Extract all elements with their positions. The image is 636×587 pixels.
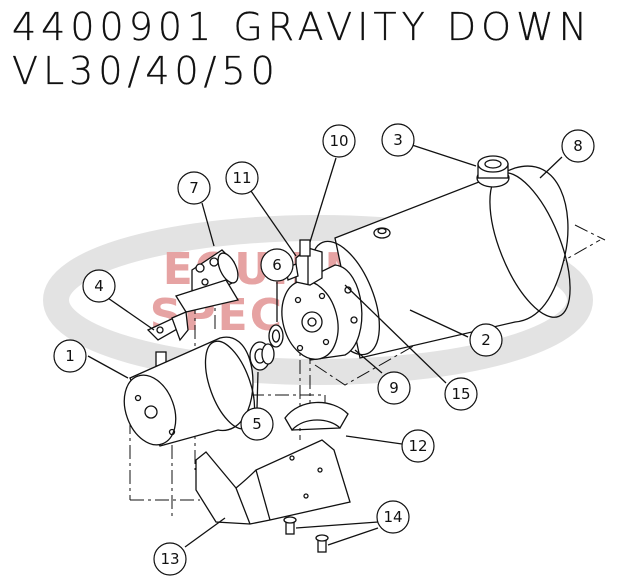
leader-lines [87,144,563,548]
diagram-title-part-number: 4400901 GRAVITY DOWN [12,5,593,49]
mounting-screws [283,516,329,553]
callout-label: 12 [408,437,427,455]
callout-8: 8 [561,129,595,163]
center-section-pump-body [281,264,363,361]
callout-3: 3 [381,123,415,157]
callout-label: 7 [189,179,199,197]
breather-cap [476,155,510,188]
callout-label: 15 [451,385,470,403]
callout-11: 11 [225,161,259,195]
callout-2: 2 [469,323,503,357]
callout-label: 8 [573,137,583,155]
callout-label: 14 [383,508,402,526]
mounting-bracket [146,311,189,367]
callout-label: 1 [65,347,75,365]
callout-12: 12 [401,429,435,463]
callout-5: 5 [240,407,274,441]
callout-10: 10 [322,124,356,158]
callout-label: 10 [329,132,348,150]
callout-label: 2 [481,331,491,349]
callout-1: 1 [53,339,87,373]
callout-9: 9 [377,371,411,405]
electric-motor [123,336,256,447]
callout-label: 13 [160,550,179,568]
seal [268,324,284,348]
diagram-title-models: VL30/40/50 [12,49,280,93]
callout-4: 4 [82,269,116,303]
reservoir-tank [310,165,571,359]
callout-label: 6 [272,256,282,274]
callout-13: 13 [153,542,187,576]
callout-6: 6 [260,248,294,282]
start-solenoid [175,249,240,313]
callout-14: 14 [376,500,410,534]
callout-label: 4 [94,277,104,295]
callout-label: 11 [232,169,251,187]
callout-7: 7 [177,171,211,205]
callout-label: 5 [252,415,262,433]
callout-label: 9 [389,379,399,397]
tank-cradle [284,401,349,432]
callout-15: 15 [444,377,478,411]
coupling [249,341,275,371]
watermark-swoosh [43,215,593,385]
callout-label: 3 [393,131,403,149]
base-plate [195,439,351,525]
